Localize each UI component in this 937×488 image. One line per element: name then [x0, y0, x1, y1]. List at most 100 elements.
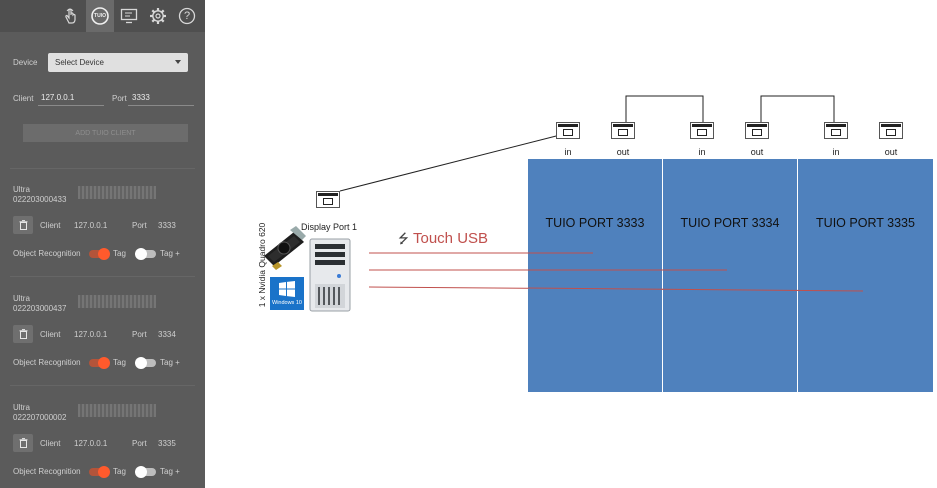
redacted-info	[78, 295, 156, 308]
tag-toggle[interactable]	[89, 357, 110, 369]
tag-plus-toggle[interactable]	[135, 248, 156, 260]
add-tuio-client-button[interactable]: ADD TUIO CLIENT	[23, 124, 188, 142]
tuio-icon-label: TUIO	[94, 13, 106, 19]
device-serial: 022203000437	[13, 304, 67, 313]
client-label: Client	[13, 94, 34, 103]
toggle-knob	[98, 248, 110, 260]
active-tab-highlight	[86, 0, 114, 32]
divider	[10, 168, 195, 169]
gear-icon[interactable]	[147, 6, 169, 26]
toggle-knob	[135, 466, 147, 478]
displayport-icon	[690, 122, 714, 139]
device-serial: 022203000433	[13, 195, 67, 204]
trash-icon	[19, 329, 27, 339]
port-label: Port	[132, 330, 147, 339]
object-recognition-label: Object Recognition	[13, 467, 81, 476]
device-label: Device	[13, 58, 38, 67]
delete-button[interactable]	[13, 434, 33, 452]
chevron-down-icon	[175, 60, 181, 64]
help-icon-label: ?	[183, 10, 191, 22]
client-label: Client	[40, 221, 61, 230]
toolbar: TUIO ?	[0, 0, 205, 32]
divider	[10, 385, 195, 386]
screen-label: TUIO PORT 3334	[680, 216, 780, 230]
toggle-knob	[98, 357, 110, 369]
touch-screen-1: TUIO PORT 3333	[528, 159, 662, 392]
object-recognition-label: Object Recognition	[13, 358, 81, 367]
touch-screen-3: TUIO PORT 3335	[798, 159, 933, 392]
client-input-underline	[38, 105, 104, 106]
displayport-icon	[879, 122, 903, 139]
tuio-icon[interactable]: TUIO	[89, 6, 111, 26]
trash-icon	[19, 438, 27, 448]
device-name: Ultra	[13, 294, 30, 303]
daisy-chain-cable-2	[760, 95, 835, 122]
client-value: 127.0.0.1	[74, 221, 108, 230]
usb-icon: ⭍	[398, 231, 409, 246]
touch-usb-label: Touch USB	[413, 230, 489, 247]
tag-plus-label: Tag +	[160, 467, 180, 476]
port-label: Port	[112, 94, 127, 103]
trash-icon	[19, 220, 27, 230]
redacted-info	[78, 186, 156, 199]
connector-label: in	[698, 147, 706, 157]
delete-button[interactable]	[13, 325, 33, 343]
displayport-icon	[745, 122, 769, 139]
client-label: Client	[40, 439, 61, 448]
port-label: Port	[132, 439, 147, 448]
screen-label: TUIO PORT 3335	[816, 216, 915, 230]
port-value: 3335	[158, 439, 176, 448]
client-value: 127.0.0.1	[74, 330, 108, 339]
port-value: 3333	[158, 221, 176, 230]
daisy-chain-cable-1	[625, 95, 704, 122]
client-value: 127.0.0.1	[74, 439, 108, 448]
connector-label: out	[750, 147, 764, 157]
tag-plus-label: Tag +	[160, 358, 180, 367]
tuio-settings-panel: TUIO ? Device Select Device Client 127.0…	[0, 0, 205, 488]
client-label: Client	[40, 330, 61, 339]
port-label: Port	[132, 221, 147, 230]
tag-label: Tag	[113, 358, 126, 367]
windows-logo-icon: Windows 10	[270, 277, 304, 310]
connector-label: in	[832, 147, 840, 157]
connector-label: out	[616, 147, 630, 157]
displayport-icon	[316, 191, 340, 208]
windows-label: Windows 10	[272, 300, 302, 306]
tag-plus-label: Tag +	[160, 249, 180, 258]
connector-label: in	[564, 147, 572, 157]
redacted-info	[78, 404, 156, 417]
tag-label: Tag	[113, 249, 126, 258]
port-input[interactable]: 3333	[132, 93, 150, 102]
port-value: 3334	[158, 330, 176, 339]
tag-plus-toggle[interactable]	[135, 357, 156, 369]
device-name: Ultra	[13, 185, 30, 194]
tag-plus-toggle[interactable]	[135, 466, 156, 478]
port-input-underline	[128, 105, 194, 106]
help-icon[interactable]: ?	[176, 6, 198, 26]
display-icon[interactable]	[118, 6, 140, 26]
toggle-knob	[135, 248, 147, 260]
tag-label: Tag	[113, 467, 126, 476]
tag-toggle[interactable]	[89, 466, 110, 478]
pc-tower-icon	[309, 238, 351, 312]
display-port-label: Display Port 1	[301, 222, 358, 232]
graphics-card-icon	[264, 226, 306, 270]
device-name: Ultra	[13, 403, 30, 412]
tag-toggle[interactable]	[89, 248, 110, 260]
screen-label: TUIO PORT 3333	[545, 216, 645, 230]
toggle-knob	[98, 466, 110, 478]
displayport-cable	[339, 132, 569, 192]
touch-screen-2: TUIO PORT 3334	[663, 159, 797, 392]
displayport-icon	[556, 122, 580, 139]
displayport-icon	[824, 122, 848, 139]
device-select[interactable]: Select Device	[48, 53, 188, 72]
toggle-knob	[135, 357, 147, 369]
client-input[interactable]: 127.0.0.1	[41, 93, 75, 102]
divider	[10, 276, 195, 277]
connector-label: out	[884, 147, 898, 157]
displayport-icon	[611, 122, 635, 139]
delete-button[interactable]	[13, 216, 33, 234]
touch-hand-icon[interactable]	[60, 6, 82, 26]
device-serial: 022207000002	[13, 413, 67, 422]
